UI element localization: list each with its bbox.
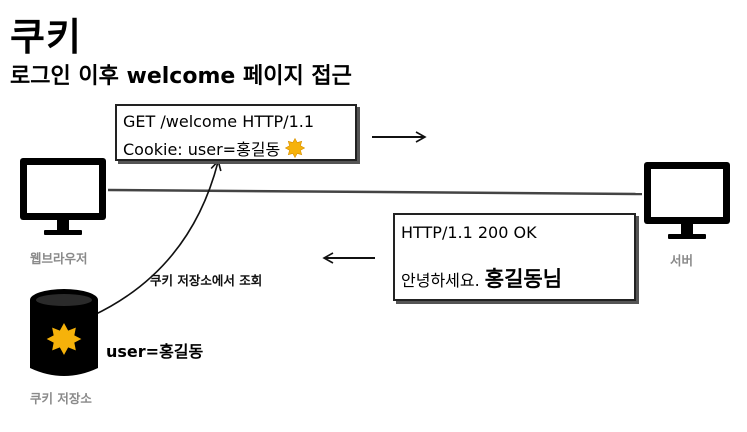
cookie-store-label: 쿠키 저장소 [30, 391, 92, 406]
response-status: HTTP/1.1 200 OK [401, 223, 537, 242]
browser-monitor-icon [20, 158, 106, 235]
server-monitor-icon [644, 162, 730, 239]
request-line-2: Cookie: user=홍길동 [123, 135, 306, 160]
page-title: 쿠키 [10, 15, 82, 59]
connection-line [107, 188, 643, 196]
lookup-label: 쿠키 저장소에서 조회 [150, 273, 263, 288]
server-label: 서버 [670, 253, 694, 268]
lookup-arrow [91, 159, 222, 317]
cookie-icon [285, 138, 306, 158]
response-greeting: 안녕하세요. [401, 271, 480, 290]
database-icon [30, 289, 98, 376]
browser-label: 웹브라우저 [30, 251, 88, 266]
response-name: 홍길동님 [484, 267, 563, 291]
request-box: GET /welcome HTTP/1.1 Cookie: user=홍길동 [115, 104, 357, 161]
store-cookie-icon [44, 320, 84, 358]
request-line-1: GET /welcome HTTP/1.1 [123, 112, 315, 131]
response-box: HTTP/1.1 200 OK 안녕하세요. 홍길동님 [393, 213, 636, 301]
page-subtitle: 로그인 이후 welcome 페이지 접근 [10, 64, 352, 89]
cookie-header: Cookie: user=홍길동 [123, 140, 281, 159]
cookie-store-value: user=홍길동 [106, 342, 204, 361]
response-body: 안녕하세요. 홍길동님 [401, 263, 562, 293]
